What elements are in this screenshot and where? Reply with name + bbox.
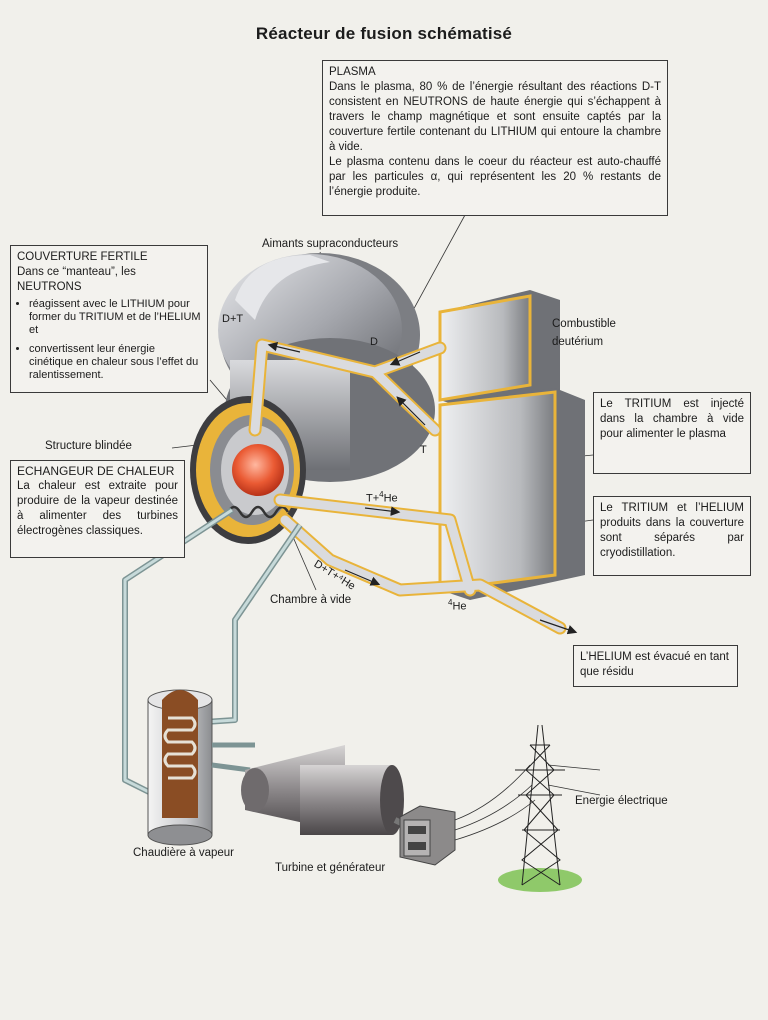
separation-text: Le TRITIUM et l’HELIUM produits dans la … [600, 502, 744, 559]
plasma-text-2: Le plasma contenu dans le coeur du réact… [329, 156, 661, 198]
deuterium-tank [438, 290, 560, 410]
electrical-box [399, 805, 456, 866]
pylon [498, 724, 582, 892]
plasma-box: PLASMA Dans le plasma, 80 % de l’énergie… [322, 60, 668, 216]
tritium-injection-text: Le TRITIUM est injecté dans la chambre à… [600, 398, 744, 440]
fertile-blanket-list: réagissent avec le LITHIUM pour former d… [17, 298, 201, 382]
list-item: réagissent avec le LITHIUM pour former d… [29, 298, 201, 337]
plasma-heading: PLASMA [329, 66, 376, 78]
fuel-label-line2: deutérium [552, 336, 604, 348]
fertile-blanket-box: COUVERTURE FERTILE Dans ce “manteau”, le… [10, 245, 208, 393]
tritium-injection-box: Le TRITIUM est injecté dans la chambre à… [593, 392, 751, 474]
heat-exchanger-coil [226, 505, 290, 519]
helium-box: L’HELIUM est évacué en tant que résidu [573, 645, 738, 687]
turbine-generator [241, 745, 422, 835]
plasma-text-1: Dans le plasma, 80 % de l’énergie résult… [329, 81, 661, 153]
separation-tank [438, 388, 585, 600]
vacuum-chamber-label: Chambre à vide [270, 594, 352, 606]
page-title: Réacteur de fusion schématisé [255, 24, 513, 43]
shielded-structure-label: Structure blindée [45, 440, 132, 452]
d-label: D [370, 336, 378, 348]
fuel-label-line1: Combustible [552, 318, 616, 330]
magnets-label: Aimants supraconducteurs [262, 238, 399, 250]
plasma-core [232, 444, 284, 496]
fertile-blanket-heading: COUVERTURE FERTILE [17, 251, 148, 263]
flow-arrows [267, 341, 578, 635]
heat-exchanger-box: ECHANGEUR DE CHALEUR La chaleur est extr… [10, 460, 185, 558]
turbine-label: Turbine et générateur [275, 862, 386, 874]
dt-label: D+T [222, 313, 244, 325]
electric-energy-label: Energie électrique [575, 795, 668, 807]
t-label: T [420, 444, 427, 456]
fertile-blanket-intro: Dans ce “manteau”, les NEUTRONS [17, 266, 136, 293]
boiler-label: Chaudière à vapeur [133, 847, 235, 859]
heat-exchanger-text: La chaleur est extraite pour produire de… [17, 480, 178, 537]
steam-boiler [147, 689, 213, 846]
separation-box: Le TRITIUM et l’HELIUM produits dans la … [593, 496, 751, 576]
heat-exchanger-heading: ECHANGEUR DE CHALEUR [17, 464, 175, 478]
power-lines [454, 764, 601, 841]
helium-text: L’HELIUM est évacué en tant que résidu [580, 651, 729, 678]
t-he-label: T+4He [366, 490, 398, 505]
list-item: convertissent leur énergie cinétique en … [29, 343, 201, 382]
he-label: 4He [448, 598, 467, 613]
